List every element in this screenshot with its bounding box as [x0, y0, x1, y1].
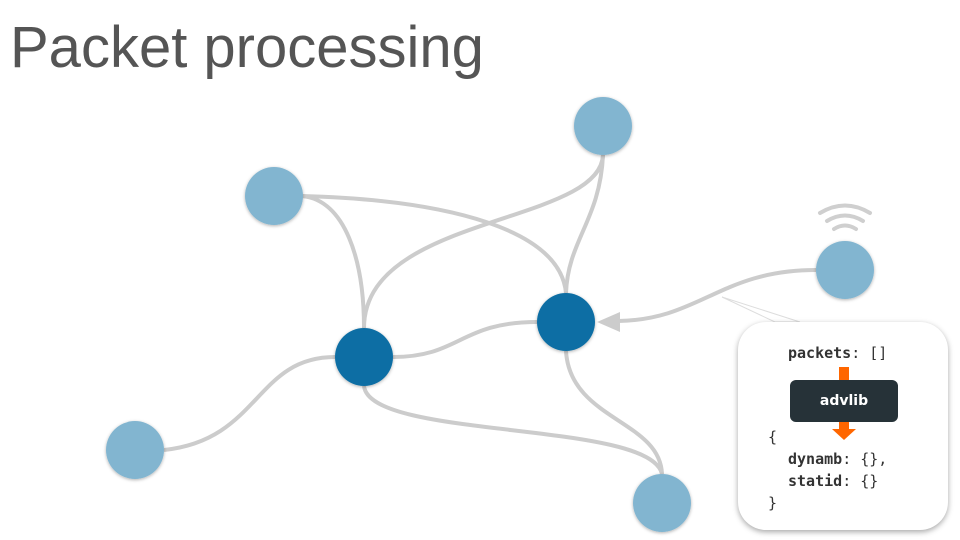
edge-arrow-line: [617, 268, 817, 323]
input-value: : []: [851, 344, 888, 362]
node-light: [106, 421, 164, 479]
input-line: packets: []: [788, 344, 887, 362]
orange-arrows: [832, 367, 856, 440]
node-light: [633, 474, 691, 532]
output-line: statid: {}: [788, 472, 879, 490]
advlib-box: advlib: [790, 380, 898, 422]
slide-title: Packet processing: [10, 15, 484, 80]
edge: [301, 194, 366, 329]
node-dark: [335, 328, 393, 386]
edge: [362, 385, 664, 475]
node-light-broadcaster: [816, 241, 874, 299]
close-brace: }: [768, 494, 778, 512]
edge: [564, 154, 605, 294]
node-light: [245, 167, 303, 225]
advlib-callout: packets: [] advlib { dynamb: {}, statid:…: [738, 322, 948, 530]
wifi-icon: [818, 203, 872, 231]
edge: [163, 355, 336, 452]
edge: [392, 320, 538, 359]
arrowhead-icon: [597, 312, 620, 332]
edge: [564, 350, 664, 475]
edge: [362, 154, 605, 329]
output-line: dynamb: {},: [788, 450, 888, 468]
callout-pointer: [721, 296, 801, 323]
arrow-in-icon: [839, 367, 849, 381]
node-light: [574, 97, 632, 155]
open-brace: {: [768, 428, 778, 446]
node-dark-receiver: [537, 293, 595, 351]
input-key: packets: [788, 344, 852, 362]
arrow-out-icon: [832, 429, 856, 440]
